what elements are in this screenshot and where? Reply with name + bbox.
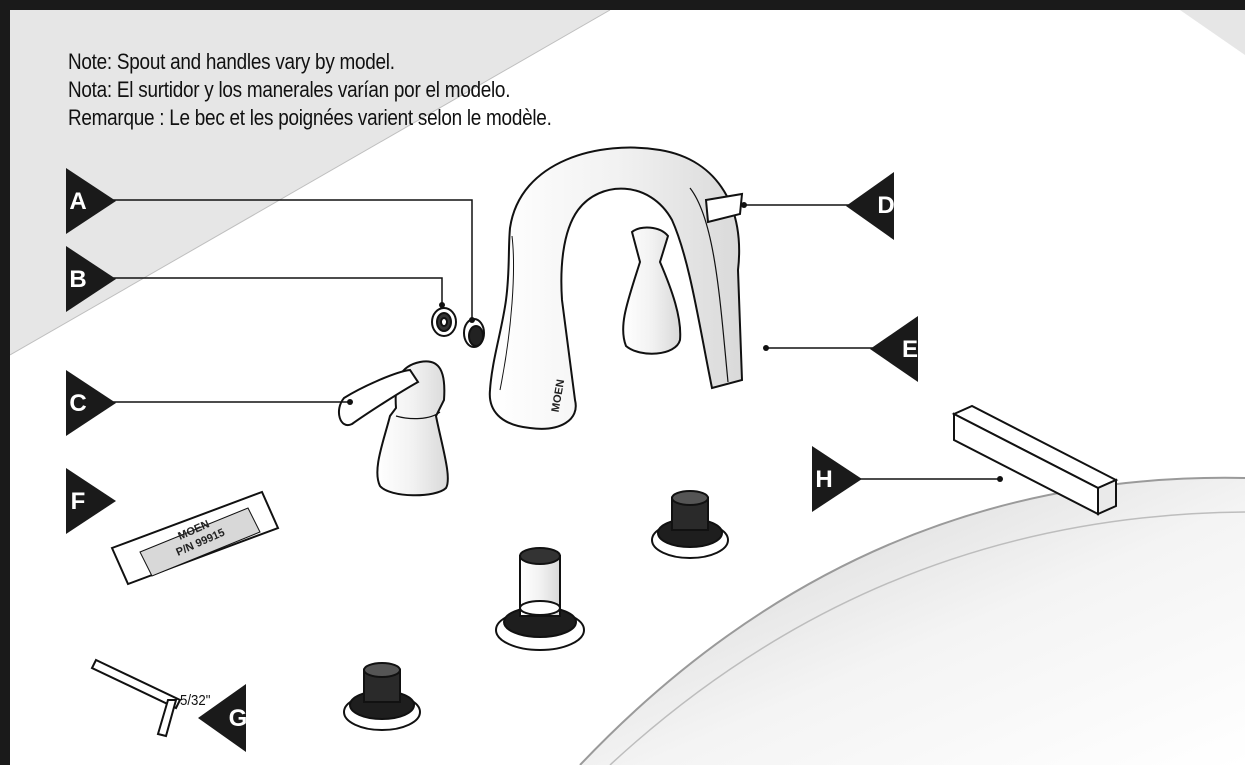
- model-variation-notes: Note: Spout and handles vary by model. N…: [68, 48, 552, 132]
- valve-body-center: [496, 548, 584, 650]
- note-english: Note: Spout and handles vary by model.: [68, 48, 552, 76]
- valve-body-right: [652, 491, 728, 558]
- part-b-adapter: [432, 308, 456, 336]
- handle-c: [339, 361, 448, 495]
- callout-d-label: D: [874, 192, 898, 220]
- callout-c-label: C: [66, 390, 90, 418]
- valve-body-left: [344, 663, 420, 730]
- spout: [490, 148, 742, 429]
- wrench-size-label: 5/32": [180, 692, 210, 709]
- part-g-hex-wrench: [92, 660, 180, 736]
- part-a-cartridge-nut: [464, 319, 484, 347]
- callout-b-label: B: [66, 266, 90, 294]
- leader-b: [110, 278, 442, 305]
- callout-e-label: E: [898, 336, 922, 364]
- callout-f-label: F: [66, 488, 90, 516]
- note-spanish: Nota: El surtidor y los manerales varían…: [68, 76, 552, 104]
- callout-g-label: G: [226, 705, 250, 733]
- note-french: Remarque : Le bec et les poignées varien…: [68, 104, 552, 132]
- callout-h-label: H: [812, 466, 836, 494]
- callout-a-label: A: [66, 188, 90, 216]
- shaded-corner-region-right: [1180, 10, 1245, 55]
